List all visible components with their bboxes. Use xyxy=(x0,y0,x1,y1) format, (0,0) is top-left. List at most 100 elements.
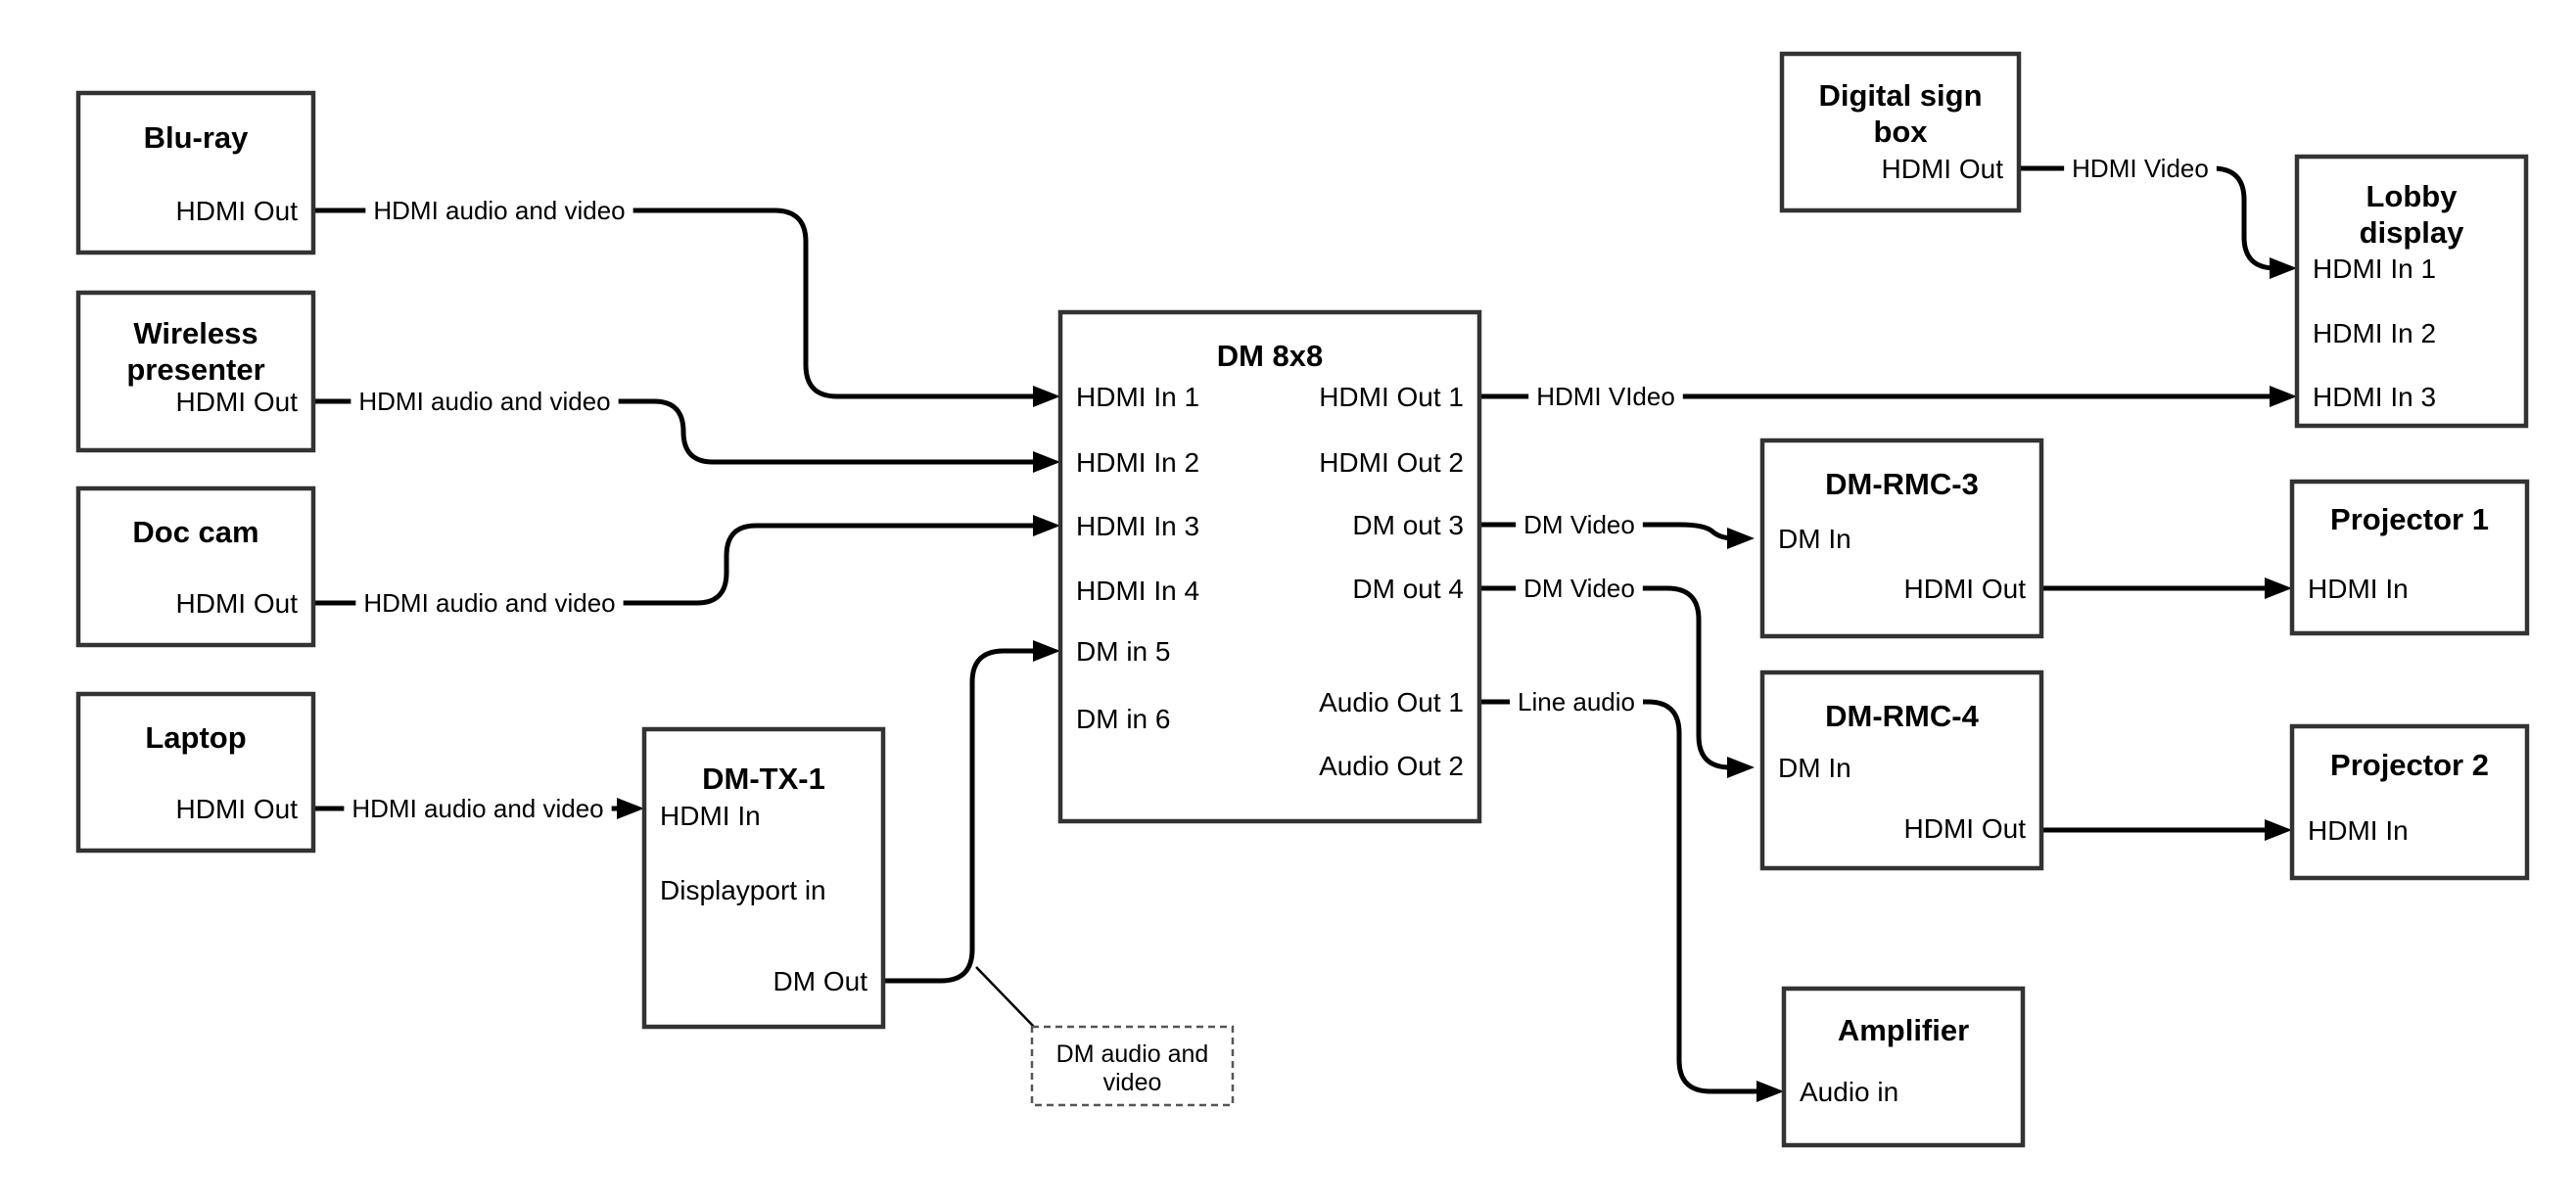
connector-wireless-to-dm8x8-in2-label-bg xyxy=(351,383,619,420)
node-blu-ray-box xyxy=(75,90,316,255)
connector-dm8x8-out4-to-dm-rmc-4-arrowhead xyxy=(1727,757,1755,778)
connector-doc-cam-to-dm8x8-in3-label-bg xyxy=(355,584,624,622)
connector-dm8x8-audio1-to-amplifier-label-bg xyxy=(1510,683,1643,720)
dm-audio-and-video-note-box xyxy=(1030,1025,1235,1107)
node-dm-8x8-port-hdmi-in-1: HDMI In 1 xyxy=(1076,382,1199,412)
connector-dm8x8-out1-to-lobby-in3-arrowhead xyxy=(2270,386,2297,407)
node-lobby-display-box xyxy=(2294,154,2529,429)
node-amplifier-box xyxy=(1781,986,2026,1148)
connector-digital-sign-to-lobby-in1 xyxy=(2019,165,2281,271)
node-blu-ray-port-hdmi-out: HDMI Out xyxy=(176,196,299,226)
node-wireless-presenter-port-hdmi-out: HDMI Out xyxy=(176,387,299,417)
connector-blu-ray-to-dm8x8-in1-arrowhead xyxy=(1033,386,1060,407)
connector-laptop-to-dm-tx-1-arrowhead xyxy=(617,798,644,819)
node-doc-cam-box xyxy=(75,485,316,648)
connector-blu-ray-to-dm8x8-in1 xyxy=(313,208,1040,399)
node-dm-8x8-port-audio-out-2: Audio Out 2 xyxy=(1319,751,1464,781)
connector-dm-tx-1-to-dm8x8-in5-arrowhead xyxy=(1033,640,1060,662)
node-digital-sign-box-title: Digital sign xyxy=(1818,78,1982,113)
node-dm-rmc-3-port-dm-in: DM In xyxy=(1778,524,1851,554)
node-dm-8x8-port-hdmi-out-2: HDMI Out 2 xyxy=(1319,447,1464,478)
node-dm-8x8-port-dm-out-4: DM out 4 xyxy=(1352,574,1464,604)
connector-dm8x8-out1-to-lobby-in3-label-bg xyxy=(1528,378,1683,415)
connector-wireless-to-dm8x8-in2-label: HDMI audio and video xyxy=(358,387,610,416)
connector-laptop-to-dm-tx-1-label: HDMI audio and video xyxy=(351,794,603,823)
node-digital-sign-box-title: box xyxy=(1873,115,1928,149)
node-projector-1-title: Projector 1 xyxy=(2330,502,2489,536)
node-dm-tx-1-title: DM-TX-1 xyxy=(702,762,825,796)
node-dm-rmc-3-title: DM-RMC-3 xyxy=(1825,467,1979,501)
node-amplifier-title: Amplifier xyxy=(1838,1013,1969,1047)
connector-wireless-to-dm8x8-in2 xyxy=(313,398,1040,465)
node-lobby-display-title: Lobby xyxy=(2366,179,2459,213)
node-doc-cam-port-hdmi-out: HDMI Out xyxy=(176,588,299,619)
connector-dm-rmc-3-to-projector-1-arrowhead xyxy=(2265,577,2292,599)
node-dm-8x8-port-dm-in-5: DM in 5 xyxy=(1076,636,1170,667)
node-projector-1-port-hdmi-in: HDMI In xyxy=(2308,574,2409,604)
connector-dm8x8-out3-to-dm-rmc-3 xyxy=(1479,522,1735,541)
node-dm-rmc-4-title: DM-RMC-4 xyxy=(1825,699,1979,733)
node-digital-sign-box-port-hdmi-out: HDMI Out xyxy=(1882,154,2004,184)
node-amplifier-port-audio-in: Audio in xyxy=(1800,1077,1898,1107)
node-dm-rmc-3-box xyxy=(1759,438,2044,639)
connector-dm8x8-audio1-to-amplifier-arrowhead xyxy=(1756,1081,1784,1102)
connector-doc-cam-to-dm8x8-in3-label: HDMI audio and video xyxy=(363,588,615,618)
node-dm-tx-1-box xyxy=(641,726,886,1030)
connector-dm8x8-out4-to-dm-rmc-4-label-bg xyxy=(1516,570,1643,607)
connector-dm-tx-1-to-dm8x8-in5 xyxy=(883,648,1040,984)
node-lobby-display-port-hdmi-in-1: HDMI In 1 xyxy=(2313,254,2436,284)
node-dm-8x8-port-hdmi-in-4: HDMI In 4 xyxy=(1076,576,1199,606)
connector-doc-cam-to-dm8x8-in3-arrowhead xyxy=(1033,515,1060,536)
node-laptop-box xyxy=(75,691,316,854)
node-dm-rmc-4-port-dm-in: DM In xyxy=(1778,753,1851,783)
connector-digital-sign-to-lobby-in1-label: HDMI Video xyxy=(2072,154,2209,183)
node-dm-8x8-port-dm-in-6: DM in 6 xyxy=(1076,704,1170,734)
node-dm-8x8-title: DM 8x8 xyxy=(1217,339,1324,373)
connector-dm8x8-out3-to-dm-rmc-3-label: DM Video xyxy=(1523,510,1635,539)
connector-blu-ray-to-dm8x8-in1-label-bg xyxy=(365,192,633,229)
node-laptop-title: Laptop xyxy=(145,720,246,755)
node-blu-ray-title: Blu-ray xyxy=(144,120,250,155)
node-dm-8x8-port-hdmi-in-2: HDMI In 2 xyxy=(1076,447,1199,478)
connector-dm8x8-audio1-to-amplifier xyxy=(1479,699,1763,1094)
connector-dm8x8-out4-to-dm-rmc-4 xyxy=(1479,585,1734,770)
node-dm-8x8-box xyxy=(1057,309,1482,824)
connector-digital-sign-to-lobby-in1-label-bg xyxy=(2064,150,2217,187)
connector-dm8x8-out1-to-lobby-in3-label: HDMI VIdeo xyxy=(1536,382,1675,411)
connector-dm-rmc-4-to-projector-2-arrowhead xyxy=(2265,819,2292,841)
node-dm-8x8-port-hdmi-out-1: HDMI Out 1 xyxy=(1319,382,1464,412)
node-dm-8x8-port-dm-out-3: DM out 3 xyxy=(1352,510,1464,540)
node-dm-tx-1-port-hdmi-in: HDMI In xyxy=(660,801,761,831)
node-projector-2-title: Projector 2 xyxy=(2330,748,2489,782)
connector-dm8x8-audio1-to-amplifier-label: Line audio xyxy=(1518,687,1635,716)
node-lobby-display-title: display xyxy=(2360,215,2465,250)
node-dm-8x8-port-hdmi-in-3: HDMI In 3 xyxy=(1076,511,1199,541)
connector-laptop-to-dm-tx-1-label-bg xyxy=(344,790,612,827)
node-dm-rmc-4-port-hdmi-out: HDMI Out xyxy=(1904,813,2027,844)
node-dm-rmc-4-box xyxy=(1759,670,2044,871)
node-doc-cam-title: Doc cam xyxy=(132,515,258,549)
connector-dm8x8-out4-to-dm-rmc-4-label: DM Video xyxy=(1523,574,1635,603)
node-projector-1-box xyxy=(2289,479,2530,636)
node-wireless-presenter-title: presenter xyxy=(126,352,264,387)
dm-audio-and-video-note-leader-line xyxy=(975,966,1035,1028)
connector-dm8x8-out3-to-dm-rmc-3-label-bg xyxy=(1516,506,1643,543)
connector-digital-sign-to-lobby-in1-arrowhead xyxy=(2270,257,2297,279)
connector-wireless-to-dm8x8-in2-arrowhead xyxy=(1033,451,1060,473)
node-projector-2-box xyxy=(2289,723,2530,881)
dm-audio-and-video-note-text: video xyxy=(1103,1069,1162,1096)
node-dm-tx-1-port-dm-out: DM Out xyxy=(773,966,868,996)
node-wireless-presenter-box xyxy=(75,290,316,453)
connector-doc-cam-to-dm8x8-in3 xyxy=(313,523,1040,606)
connector-dm8x8-out3-to-dm-rmc-3-arrowhead xyxy=(1727,528,1755,549)
node-dm-rmc-3-port-hdmi-out: HDMI Out xyxy=(1904,574,2027,604)
dm-audio-and-video-note-text: DM audio and xyxy=(1056,1040,1209,1068)
node-dm-tx-1-port-displayport-in: Displayport in xyxy=(660,875,826,905)
node-lobby-display-port-hdmi-in-2: HDMI In 2 xyxy=(2313,318,2436,348)
connector-blu-ray-to-dm8x8-in1-label: HDMI audio and video xyxy=(373,196,625,225)
node-wireless-presenter-title: Wireless xyxy=(133,316,258,350)
node-projector-2-port-hdmi-in: HDMI In xyxy=(2308,815,2409,846)
node-digital-sign-box-box xyxy=(1779,51,2022,213)
node-lobby-display-port-hdmi-in-3: HDMI In 3 xyxy=(2313,382,2436,412)
